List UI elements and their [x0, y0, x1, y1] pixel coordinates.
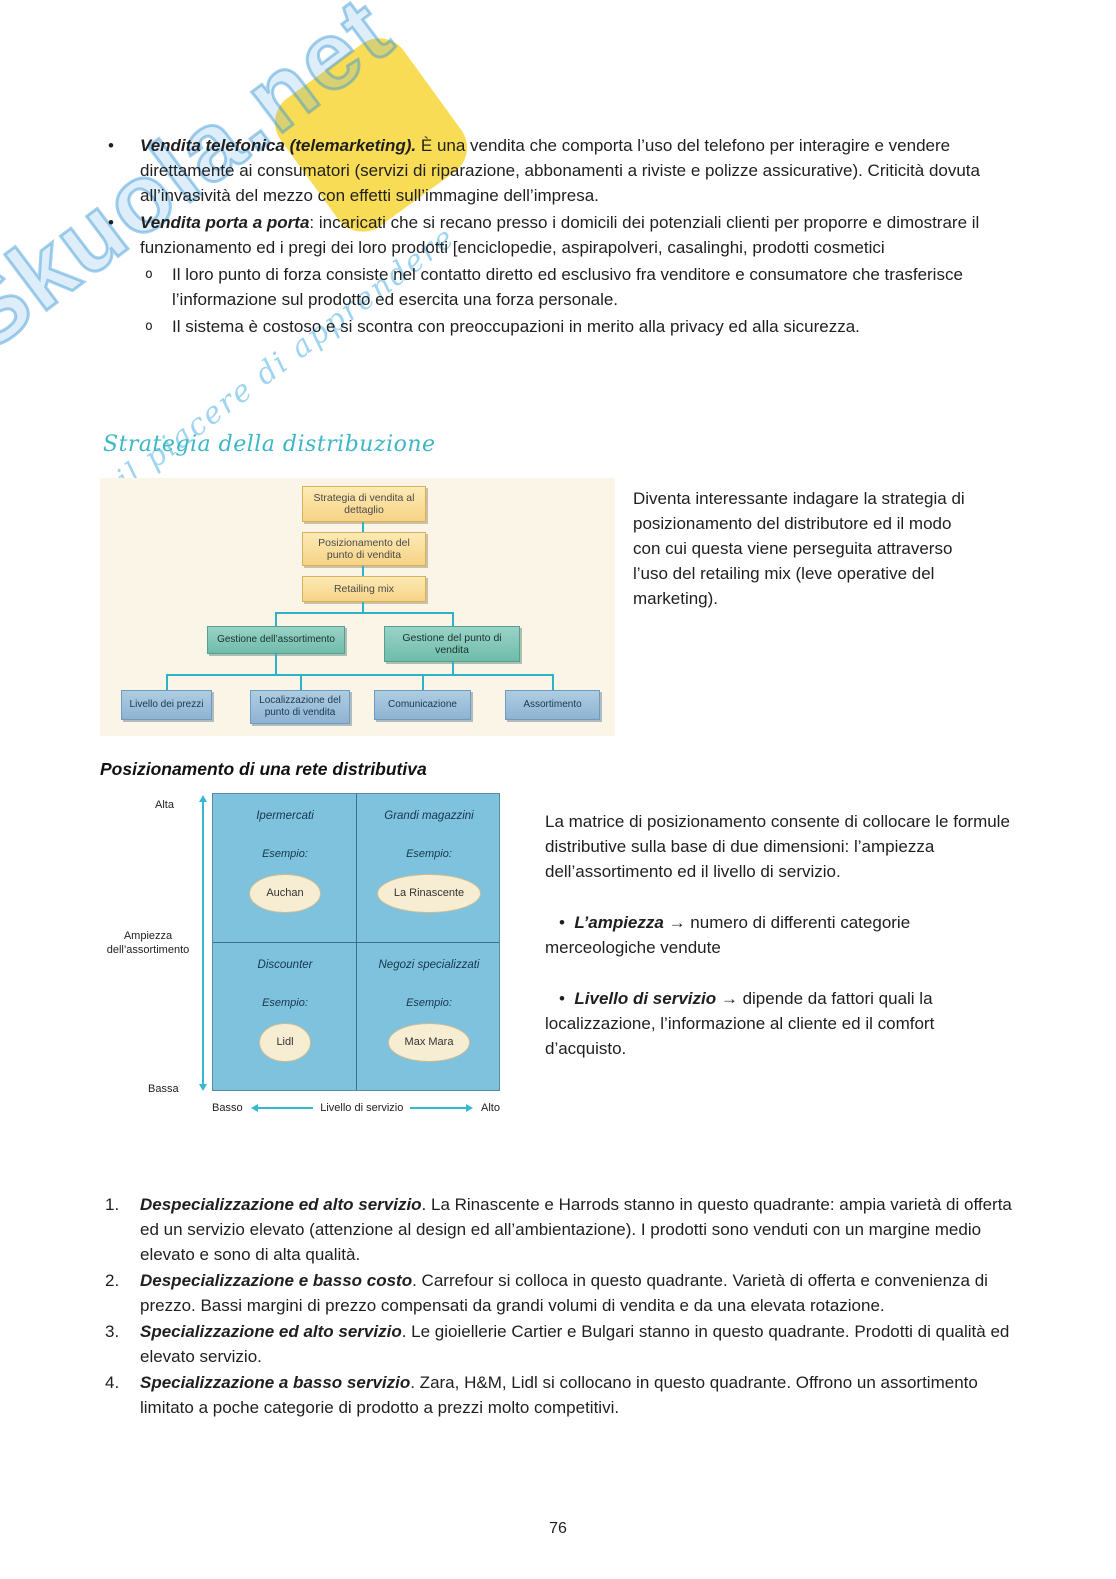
item-text: . Le gioiellerie Cartier e Bulgari stann…: [140, 1322, 1010, 1366]
x-axis-arrow: Livello di servizio: [250, 1095, 474, 1121]
item-number: 2.: [105, 1271, 120, 1290]
arrow-head-right: [466, 1104, 474, 1112]
bullet-text: → dipende da fattori quali la localizzaz…: [545, 989, 935, 1058]
item-text: . La Rinascente e Harrods stanno in ques…: [140, 1195, 1012, 1264]
connector-line: [452, 612, 454, 626]
y-axis-bottom-label: Bassa: [148, 1083, 179, 1095]
arrow-head-up: [199, 795, 207, 802]
y-axis-arrow: [198, 795, 208, 1091]
numbered-item-3: 3. Specializzazione ed alto servizio. Le…: [100, 1319, 1015, 1369]
matrix-grid: Ipermercati Esempio: Auchan Grandi magaz…: [212, 793, 500, 1091]
flowchart-box-strategia-vendita: Strategia di vendita al dettaglio: [302, 486, 426, 522]
connector-line: [300, 674, 302, 690]
x-axis-title: Livello di servizio: [313, 1095, 411, 1121]
item-text: . Carrefour si colloca in questo quadran…: [140, 1271, 988, 1315]
bullet-lead: L’ampiezza: [574, 913, 664, 932]
sub-bullet-text: Il sistema è costoso e si scontra con pr…: [172, 317, 860, 336]
connector-line: [166, 674, 554, 676]
connector-line: [552, 674, 554, 690]
x-axis: Basso Livello di servizio Alto: [212, 1095, 500, 1121]
bullet-item-telemarketing: Vendita telefonica (telemarketing). È un…: [100, 133, 1015, 208]
quadrant-example-label: Esempio:: [406, 997, 452, 1009]
y-axis-top-label: Alta: [155, 799, 174, 811]
x-axis-left-label: Basso: [212, 1101, 243, 1114]
x-axis-right-label: Alto: [481, 1101, 500, 1114]
quadrant-example-oval: Max Mara: [387, 1023, 471, 1062]
item-lead: Specializzazione ed alto servizio: [140, 1322, 402, 1341]
flowchart-box-livello-prezzi: Livello dei prezzi: [121, 690, 212, 720]
flowchart-box-posizionamento: Posizionamento del punto di vendita: [302, 532, 426, 566]
item-number: 1.: [105, 1195, 120, 1214]
numbered-item-1: 1. Despecializzazione ed alto servizio. …: [100, 1192, 1015, 1267]
arrow-head-left: [250, 1104, 258, 1112]
y-axis-title: Ampiezza dell’assortimento: [106, 930, 190, 956]
quadrant-grandi-magazzini: Grandi magazzini Esempio: La Rinascente: [357, 794, 501, 942]
positioning-matrix-figure: Alta Bassa Ampiezza dell’assortimento Ip…: [100, 793, 520, 1125]
sub-bullet-item: Il sistema è costoso e si scontra con pr…: [140, 314, 1015, 339]
bullet-text: → numero di differenti categorie merceol…: [545, 913, 911, 957]
flowchart-box-gestione-assortimento: Gestione dell’assortimento: [207, 626, 345, 654]
matrix-intro-paragraph: La matrice di posizionamento consente di…: [545, 812, 1010, 881]
section-heading-strategia-distribuzione: Strategia della distribuzione: [103, 432, 436, 457]
quadrant-divider-horizontal: [213, 942, 499, 943]
quadrant-name: Discounter: [257, 959, 313, 971]
flowchart-box-assortimento: Assortimento: [505, 690, 600, 720]
page-number: 76: [549, 1520, 567, 1537]
connector-line: [452, 662, 454, 674]
quadrant-name: Grandi magazzini: [384, 810, 474, 822]
quadrant-example-oval: Lidl: [259, 1023, 311, 1062]
numbered-item-2: 2. Despecializzazione e basso costo. Car…: [100, 1268, 1015, 1318]
matrix-bullet-livello-servizio: Livello di servizio → dipende da fattori…: [545, 986, 1013, 1061]
item-lead: Despecializzazione e basso costo: [140, 1271, 413, 1290]
flowchart-box-gestione-punto-vendita: Gestione del punto di vendita: [384, 626, 520, 662]
connector-line: [166, 674, 168, 690]
quadrant-example-oval: Auchan: [249, 874, 321, 913]
bullet-lead: Livello di servizio: [574, 989, 717, 1008]
connector-line: [275, 612, 454, 614]
bullet-lead: Vendita telefonica (telemarketing).: [140, 136, 417, 155]
matrix-side-column: La matrice di posizionamento consente di…: [545, 793, 1013, 1125]
quadrant-description-list: 1. Despecializzazione ed alto servizio. …: [100, 1192, 1015, 1421]
matrix-bullet-ampiezza: L’ampiezza → numero di differenti catego…: [545, 910, 1013, 960]
item-number: 3.: [105, 1322, 120, 1341]
quadrant-example-label: Esempio:: [262, 848, 308, 860]
retailing-mix-flowchart: Strategia di vendita al dettaglio Posizi…: [100, 478, 615, 736]
quadrant-negozi-specializzati: Negozi specializzati Esempio: Max Mara: [357, 943, 501, 1091]
bullet-item-porta-a-porta: Vendita porta a porta: incaricati che si…: [100, 210, 1015, 339]
quadrant-example-label: Esempio:: [262, 997, 308, 1009]
flowchart-box-retailing-mix: Retailing mix: [302, 576, 426, 602]
item-lead: Specializzazione a basso servizio: [140, 1373, 411, 1392]
sub-bullet-item: Il loro punto di forza consiste nel cont…: [140, 262, 1015, 312]
arrow-line: [202, 800, 204, 1086]
connector-line: [275, 654, 277, 674]
intro-bullet-list: Vendita telefonica (telemarketing). È un…: [100, 133, 1015, 341]
sub-bullet-text: Il loro punto di forza consiste nel cont…: [172, 265, 963, 309]
item-lead: Despecializzazione ed alto servizio: [140, 1195, 422, 1214]
connector-line: [422, 674, 424, 690]
arrow-head-down: [199, 1084, 207, 1091]
numbered-item-4: 4. Specializzazione a basso servizio. Za…: [100, 1370, 1015, 1420]
connector-line: [362, 522, 364, 532]
section-heading-posizionamento-rete: Posizionamento di una rete distributiva: [100, 759, 427, 779]
quadrant-ipermercati: Ipermercati Esempio: Auchan: [213, 794, 357, 942]
flowchart-box-localizzazione: Localizzazione del punto di vendita: [250, 690, 350, 724]
positioning-matrix-section: Alta Bassa Ampiezza dell’assortimento Ip…: [100, 793, 1013, 1125]
flowchart-box-comunicazione: Comunicazione: [374, 690, 471, 720]
quadrant-name: Negozi specializzati: [378, 959, 480, 971]
distribution-strategy-section: Strategia di vendita al dettaglio Posizi…: [100, 478, 978, 736]
connector-line: [362, 566, 364, 576]
connector-line: [362, 602, 364, 612]
quadrant-example-oval: La Rinascente: [376, 874, 482, 913]
quadrant-name: Ipermercati: [256, 810, 314, 822]
flowchart-side-paragraph: Diventa interessante indagare la strateg…: [633, 489, 965, 608]
connector-line: [275, 612, 277, 626]
bullet-lead: Vendita porta a porta: [140, 213, 310, 232]
item-text: . Zara, H&M, Lidl si collocano in questo…: [140, 1373, 978, 1417]
sub-bullet-list: Il loro punto di forza consiste nel cont…: [140, 262, 1015, 339]
item-number: 4.: [105, 1373, 120, 1392]
quadrant-example-label: Esempio:: [406, 848, 452, 860]
quadrant-discounter: Discounter Esempio: Lidl: [213, 943, 357, 1091]
